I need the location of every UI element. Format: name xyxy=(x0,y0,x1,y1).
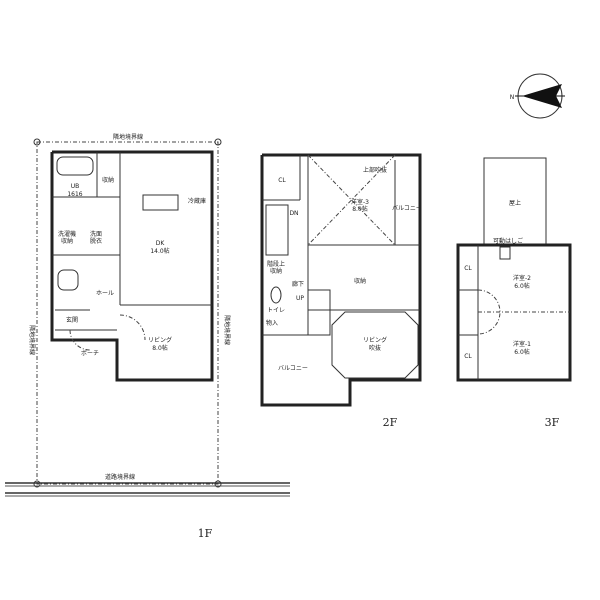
site-right-label: 隣地境界線 xyxy=(223,315,231,345)
room-western-2: 洋室-2 xyxy=(513,274,531,282)
room-hall: ホール xyxy=(96,290,114,297)
room-bath: UB xyxy=(71,183,80,190)
room-storage: 収納 xyxy=(102,176,114,184)
room-living-size: 8.0帖 xyxy=(152,344,168,352)
compass-n-label: N xyxy=(510,94,515,101)
floor-3-label: 3F xyxy=(545,416,560,429)
room-cl-top: CL xyxy=(464,265,472,272)
void-top: 上部吹抜 xyxy=(363,166,387,174)
room-washroom: 洗面 xyxy=(90,230,102,238)
fridge: 冷蔵庫 xyxy=(188,197,206,205)
site-top-label: 隣地境界線 xyxy=(113,133,143,141)
room-mid: 収納 xyxy=(354,277,366,285)
room-bath-size: 1616 xyxy=(67,191,82,198)
room-roof: 屋上 xyxy=(509,199,521,207)
living-void: リビング xyxy=(363,336,387,344)
stair-storage: 階段上 xyxy=(267,260,285,268)
stair-storage-2: 収納 xyxy=(270,267,282,275)
room-toilet: トイレ xyxy=(267,307,285,314)
room-cl-bottom: CL xyxy=(464,353,472,360)
room-living: リビング xyxy=(148,336,172,344)
room-western-3-size: 8.0帖 xyxy=(352,205,368,213)
room-laundry-2: 収納 xyxy=(61,237,73,245)
room-western-1-size: 6.0帖 xyxy=(514,348,530,356)
room-entrance: 玄関 xyxy=(66,316,78,324)
room-porch: ポーチ xyxy=(81,349,99,357)
room-closet: 物入 xyxy=(266,319,278,327)
stair-dn: DN xyxy=(289,210,298,217)
room-dk: DK xyxy=(156,240,166,247)
floor-3: 屋上 可動はしご 洋室-2 6.0帖 洋室-1 6.0帖 CL CL 3F xyxy=(456,157,572,429)
site-left-label: 隣地境界線 xyxy=(28,325,36,355)
floor-2-label: 2F xyxy=(383,416,398,429)
floor-1: 隣地境界線 道路境界線 隣地境界線 隣地境界線 UB 1616 収納 DK 14… xyxy=(5,133,290,540)
room-dk-size: 14.0帖 xyxy=(150,247,169,255)
ladder: 可動はしご xyxy=(493,237,523,245)
room-cl: CL xyxy=(278,177,286,184)
room-laundry: 洗濯機 xyxy=(58,230,76,238)
room-washroom-2: 脱衣 xyxy=(90,237,102,245)
stair-up: UP xyxy=(296,295,304,302)
floor-1-label: 1F xyxy=(198,527,213,540)
floor-2: CL 上部吹抜 洋室-3 8.0帖 バルコニー 収納 リビング 吹抜 廊下 DN… xyxy=(260,153,422,429)
living-void-2: 吹抜 xyxy=(369,344,381,352)
site-bottom-label: 道路境界線 xyxy=(105,473,135,481)
balcony-left: バルコニー xyxy=(278,365,308,372)
room-western-1: 洋室-1 xyxy=(513,340,531,348)
room-western-2-size: 6.0帖 xyxy=(514,282,530,290)
room-hall-2f: 廊下 xyxy=(292,280,304,288)
site-boundary xyxy=(36,141,219,485)
balcony-right: バルコニー xyxy=(392,205,422,212)
room-western-3: 洋室-3 xyxy=(351,198,369,206)
north-compass: N xyxy=(510,73,565,119)
